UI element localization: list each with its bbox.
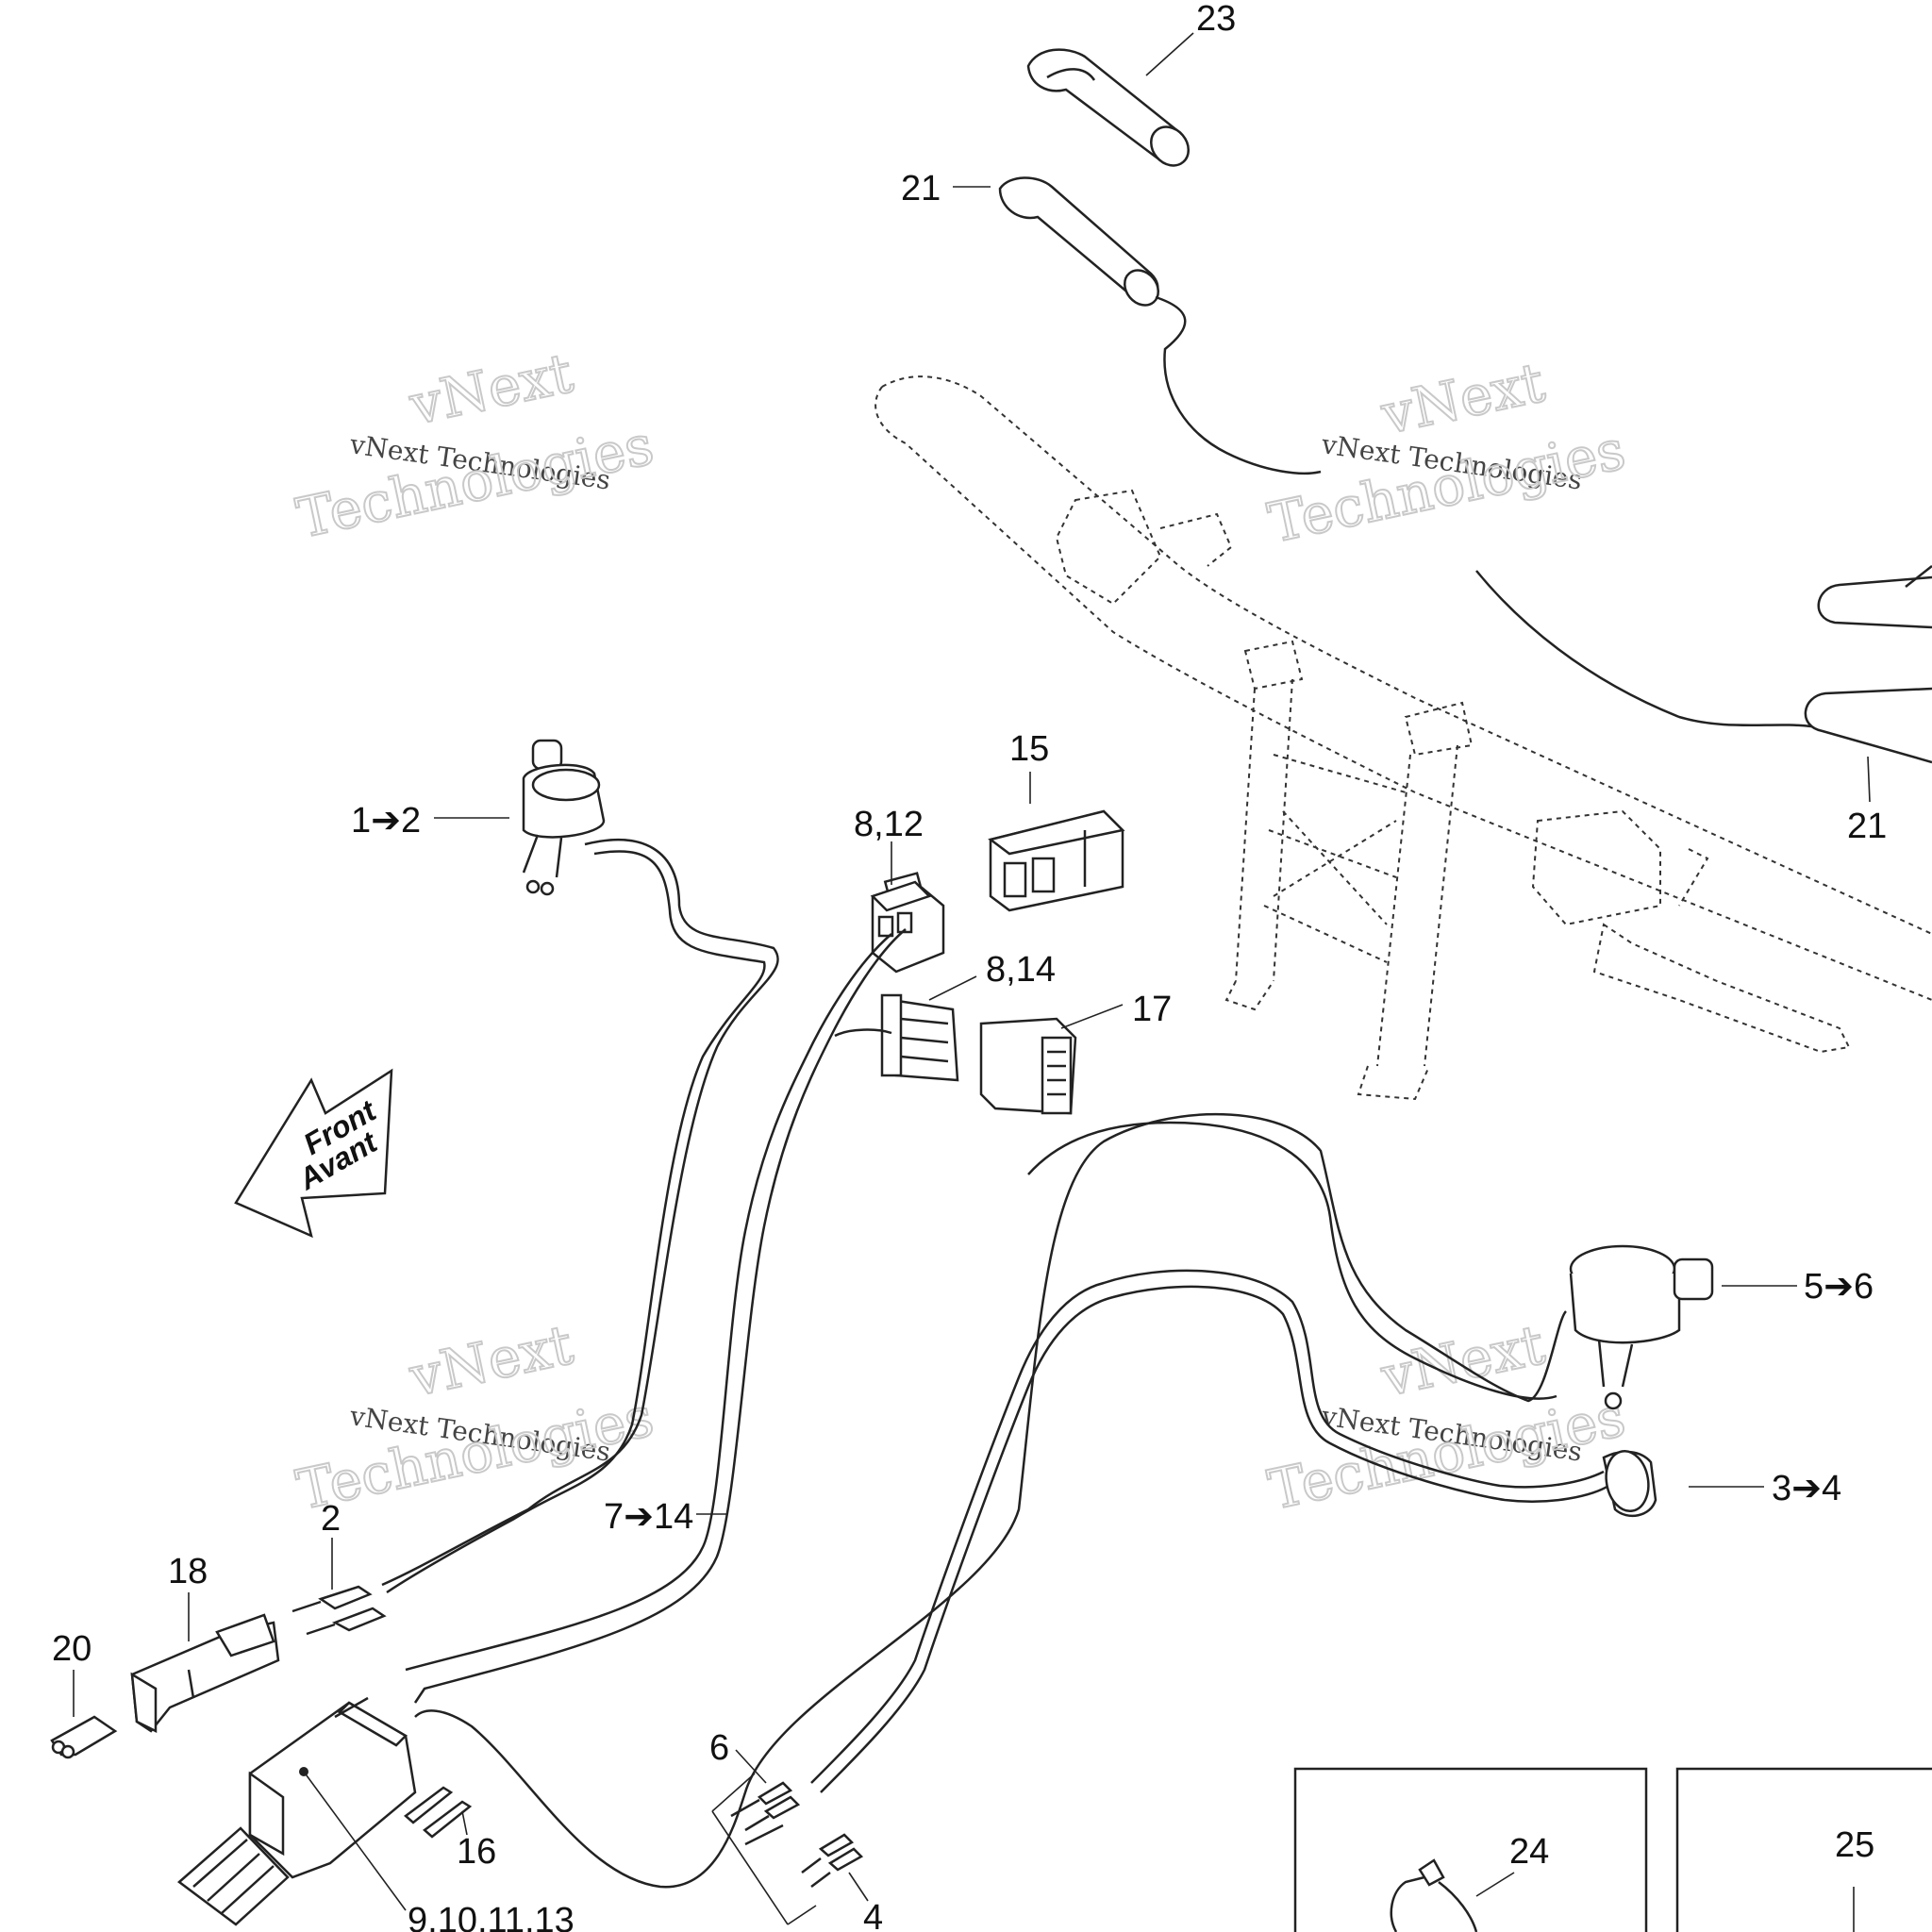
part-9-13-main-connector <box>248 1696 417 1879</box>
callout-6: 6 <box>709 1728 729 1768</box>
part-15-connector <box>988 809 1125 912</box>
svg-text:Technologies: Technologies <box>291 412 659 550</box>
part-3-4-button <box>1602 1450 1657 1518</box>
part-18-housing <box>130 1613 280 1734</box>
callout-20: 20 <box>52 1629 92 1669</box>
watermark-top-left: vNext vNext Technologies Technologies <box>291 340 660 552</box>
svg-text:vNext: vNext <box>404 341 578 438</box>
part-4-terminals <box>801 1833 864 1888</box>
leader-23 <box>1145 32 1194 76</box>
callout-24: 24 <box>1509 1832 1549 1872</box>
part-17-connector <box>979 1017 1077 1115</box>
leader-8-14 <box>928 975 977 1001</box>
svg-text:vNext: vNext <box>1375 350 1550 447</box>
callout-7-14: 7➔14 <box>604 1497 693 1537</box>
callout-3-4: 3➔4 <box>1772 1469 1841 1508</box>
callout-2: 2 <box>321 1499 341 1539</box>
callout-21-top: 21 <box>901 169 941 208</box>
part-8-12-housing <box>870 872 945 974</box>
part-1-2-switch <box>522 739 606 896</box>
callout-16: 16 <box>457 1832 496 1872</box>
inset-box-24 <box>1293 1767 1648 1932</box>
callout-8-12: 8,12 <box>854 805 924 844</box>
callout-18: 18 <box>168 1552 208 1591</box>
callout-21-right: 21 <box>1847 807 1887 846</box>
watermark-bottom-left: vNext vNext Technologies Technologies <box>291 1311 660 1524</box>
callout-5-6: 5➔6 <box>1804 1267 1874 1307</box>
callout-1-2: 1➔2 <box>351 801 421 841</box>
leader-24 <box>1475 1872 1515 1897</box>
svg-text:Technologies: Technologies <box>1263 417 1631 555</box>
callout-25: 25 <box>1835 1825 1874 1865</box>
callout-4: 4 <box>863 1898 883 1932</box>
front-direction-arrow: Front Avant <box>234 1068 393 1239</box>
callout-8-14: 8,14 <box>986 950 1056 990</box>
leader-16 <box>461 1810 468 1836</box>
callout-9-13: 9,10,11,13 <box>408 1901 575 1932</box>
leader-4 <box>848 1872 869 1902</box>
handlebar-assembly <box>874 375 1932 1101</box>
svg-text:vNext: vNext <box>404 1312 578 1409</box>
wiring-harness <box>381 839 1609 1889</box>
leader-17 <box>1060 1004 1124 1029</box>
inset-box-25 <box>1675 1767 1932 1932</box>
part-2-terminals <box>291 1585 387 1636</box>
callout-15: 15 <box>1009 729 1049 769</box>
part-20-lock <box>50 1715 118 1759</box>
part-23-grip <box>1026 48 1191 167</box>
part-seal-block <box>177 1826 290 1926</box>
part-8-14-terminal <box>880 993 959 1082</box>
watermark-top-right: vNext vNext Technologies Technologies <box>1262 349 1632 557</box>
callout-17: 17 <box>1132 990 1172 1029</box>
part-21-throttle-grip <box>998 176 1322 475</box>
leader-21-right <box>1867 756 1871 803</box>
right-handlebar-tubes <box>1475 565 1932 764</box>
part-6-terminals <box>730 1781 801 1846</box>
part-5-6-switch <box>1569 1244 1714 1410</box>
group-bracket <box>711 1773 817 1925</box>
part-16-pins <box>404 1786 473 1839</box>
watermark-bottom-right: vNext vNext Technologies Technologies <box>1262 1311 1632 1524</box>
callout-23: 23 <box>1196 0 1236 39</box>
leader-6 <box>735 1749 767 1784</box>
leader-9-13 <box>303 1771 407 1911</box>
